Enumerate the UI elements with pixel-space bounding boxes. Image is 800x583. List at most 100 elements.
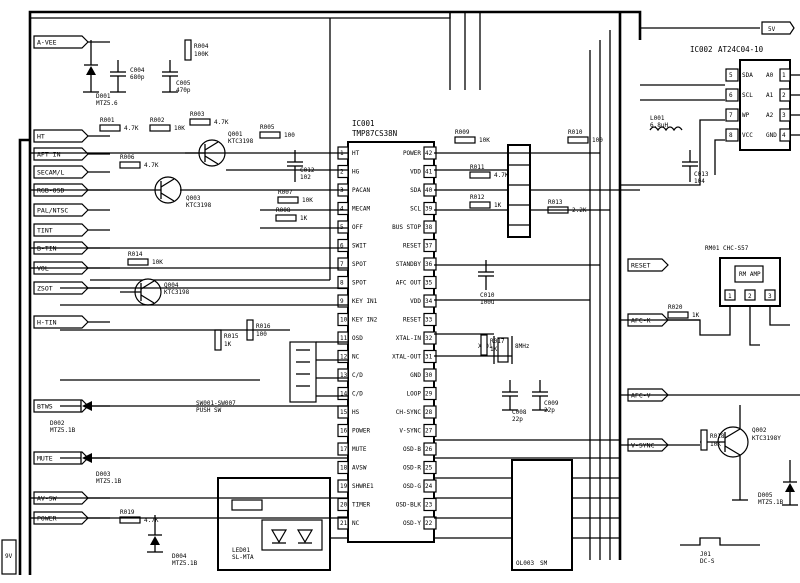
resistor-value: 1K bbox=[494, 202, 502, 209]
connector-tag bbox=[33, 165, 89, 179]
resistor-value: 4.7K bbox=[144, 517, 159, 524]
ic-left-pin-box bbox=[337, 516, 349, 530]
resistor-value: 10K bbox=[479, 137, 490, 144]
ic-right-pin-name: GND bbox=[410, 372, 421, 379]
eeprom-right-pin-label: GND bbox=[766, 132, 777, 139]
resistor-ref: R012 bbox=[470, 194, 485, 201]
ic-right-pin-number: 32 bbox=[425, 335, 433, 342]
remote-receiver-pin-number: 3 bbox=[768, 293, 772, 300]
ic-right-pin-number: 34 bbox=[425, 298, 433, 305]
ic-right-pin-number: 24 bbox=[425, 483, 433, 490]
d001-ref: D001 bbox=[96, 93, 111, 100]
ic-left-pin-number: 12 bbox=[340, 354, 348, 361]
zener-d005: D005 MTZ5.1B bbox=[758, 460, 797, 506]
remote-receiver-pins: 1 2 3 bbox=[724, 289, 776, 301]
ic-left-pin-name: C/D bbox=[352, 391, 363, 398]
inductor-l001: L001 6.8uH bbox=[649, 115, 683, 132]
ic-left-pin-box bbox=[337, 368, 349, 382]
ic-right-pin-name: OSD-R bbox=[403, 465, 421, 472]
ic-right-pin-number: 22 bbox=[425, 520, 433, 527]
ic-right-pin-number: 25 bbox=[425, 465, 433, 472]
ic-left-pin-box bbox=[337, 220, 349, 234]
ic-left-pin-box bbox=[337, 386, 349, 401]
resistor-ref: R001 bbox=[100, 117, 115, 124]
ic-right-pin-number: 30 bbox=[425, 372, 433, 379]
ic-left-pin-box bbox=[337, 257, 349, 271]
ic-left-pin-name: TIMER bbox=[352, 502, 370, 509]
connector-tag-label: SECAM/L bbox=[37, 169, 64, 177]
ic-right-pin-number: 23 bbox=[425, 502, 433, 509]
bus-rails bbox=[18, 10, 760, 575]
resistor-body bbox=[119, 161, 141, 169]
ground-symbols bbox=[83, 91, 798, 553]
connector-tag-label: ZSOT bbox=[37, 285, 53, 293]
ic-right-pin-name: CH-SYNC bbox=[396, 409, 422, 416]
remote-receiver-pin-number: 2 bbox=[748, 293, 752, 300]
resistor-ref: R005 bbox=[260, 124, 275, 131]
ic-right-pin-number: 26 bbox=[425, 446, 433, 453]
connector-tag-label: RESET bbox=[631, 262, 651, 270]
jack-j01: J01 DC-S bbox=[680, 537, 760, 565]
ic-left-pin-number: 10 bbox=[340, 317, 348, 324]
connector-tag-label: BTWS bbox=[37, 403, 53, 411]
ic-left-pin-box bbox=[337, 331, 349, 345]
resistor-ref: R015 bbox=[224, 333, 239, 340]
ic-right-pin-box bbox=[423, 164, 437, 179]
resistor-value: 4.7K bbox=[214, 119, 229, 126]
remote-receiver-pin-box bbox=[744, 289, 756, 301]
ic-left-pin-number: 13 bbox=[340, 372, 348, 379]
ic-right-pin-name: BUS STOP bbox=[392, 224, 421, 231]
ic-right-pin-box bbox=[423, 331, 437, 345]
resistor-ref: R010 bbox=[568, 129, 583, 136]
capacitor-c009: C009 22p bbox=[532, 380, 559, 414]
capacitor-c008: C008 22p bbox=[502, 380, 527, 423]
resistor-body bbox=[275, 214, 297, 222]
ic-right-pin-name: STANDBY bbox=[396, 261, 422, 268]
ic-left-pin-name: SPOT bbox=[352, 280, 367, 287]
ic-left-pin-number: 17 bbox=[340, 446, 348, 453]
q002-ref: Q002 bbox=[752, 427, 767, 434]
ic-right-pin-name: LOOP bbox=[407, 391, 422, 398]
resistor-body bbox=[700, 429, 708, 451]
connector-tag bbox=[33, 223, 89, 237]
q003-ref: Q003 bbox=[186, 195, 201, 202]
ic-left-pin-number: 6 bbox=[340, 243, 344, 250]
d003-part: MTZ5.1B bbox=[96, 478, 122, 485]
eeprom-left-pin-number: 5 bbox=[729, 72, 733, 79]
ic-right-pin-name: XTAL-IN bbox=[396, 335, 422, 342]
ic-right-pin-number: 36 bbox=[425, 261, 433, 268]
ic-left-pin-number: 21 bbox=[340, 520, 348, 527]
connector-tag-label: PAL/NTSC bbox=[37, 207, 68, 215]
ic-right-pin-name: OSD-Y bbox=[403, 520, 421, 527]
c009-ref: C009 bbox=[544, 400, 559, 407]
ic-left-pin-name: HS bbox=[352, 409, 360, 416]
transistor-q001: Q001 KTC3198 bbox=[185, 131, 254, 167]
connector-tag bbox=[33, 35, 89, 49]
interconnect-wires bbox=[30, 152, 800, 539]
led-ref: LED01 bbox=[232, 547, 250, 554]
eeprom-left-pin-name: SDA bbox=[742, 72, 753, 79]
ic-right-pin-box bbox=[423, 201, 437, 216]
ic-left-pin-name: SHWRE1 bbox=[352, 483, 374, 490]
eeprom-right-pin-number: 1 bbox=[782, 72, 786, 79]
resistor-body bbox=[127, 258, 149, 266]
connector-tag bbox=[627, 258, 669, 272]
resistor-body bbox=[259, 131, 281, 139]
ic-left-pin-number: 15 bbox=[340, 409, 348, 416]
ic-right-pin-number: 29 bbox=[425, 391, 433, 398]
ic-left-pin-box bbox=[337, 238, 349, 253]
ic-left-pin-name: NC bbox=[352, 354, 360, 361]
resistor-value: 100 bbox=[592, 137, 603, 144]
d004-ref: D004 bbox=[172, 553, 187, 560]
ic-right-pin-box bbox=[423, 405, 437, 419]
ic-right-pin-number: 35 bbox=[425, 280, 433, 287]
resistor-ref: R009 bbox=[455, 129, 470, 136]
eeprom-left-pin-number: 7 bbox=[729, 112, 733, 119]
remote-receiver-pin-number: 1 bbox=[728, 293, 732, 300]
jack-part: DC-S bbox=[700, 558, 715, 565]
supply-tag-bottom: 9V bbox=[1, 539, 17, 575]
resistor-ref: R019 bbox=[120, 509, 135, 516]
